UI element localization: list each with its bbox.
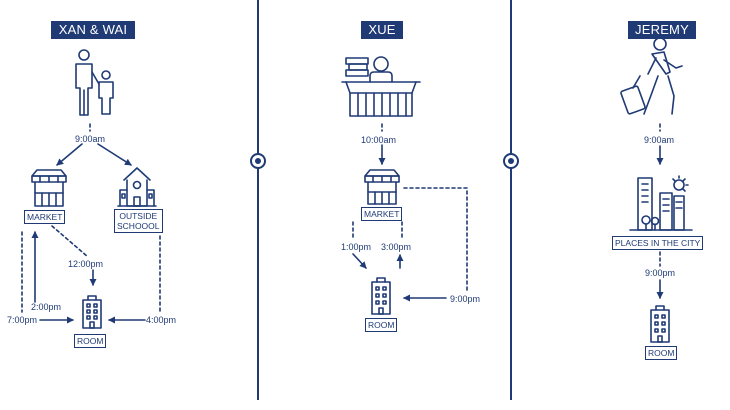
place-outside-school-line1: OUTSIDE	[119, 211, 158, 221]
divider-dot-left	[250, 153, 266, 169]
place-city: PLACES IN THE CITY	[612, 236, 704, 250]
dash-market-room	[51, 225, 89, 258]
place-market: MARKET	[361, 207, 403, 221]
city-buildings-icon	[629, 175, 693, 231]
place-room: ROOM	[365, 318, 398, 332]
time-label-1pm: 1:00pm	[341, 242, 372, 252]
room-building-icon	[650, 305, 670, 343]
arrow-to-school	[97, 143, 132, 166]
place-market: MARKET	[24, 210, 66, 224]
place-outside-school: OUTSIDE SCHOOOL	[114, 209, 163, 233]
header-xan-wai: XAN & WAI	[51, 21, 135, 39]
place-room: ROOM	[645, 346, 678, 360]
time-label-4pm: 4:00pm	[146, 315, 177, 325]
time-label-j9am: 9:00am	[644, 135, 675, 145]
arrow-1pm	[352, 253, 367, 269]
time-label-12pm: 12:00pm	[68, 259, 104, 269]
place-room: ROOM	[74, 334, 107, 348]
dash-9pm-loop	[403, 187, 468, 291]
divider-dot-right	[503, 153, 519, 169]
parent-and-child-icon	[75, 49, 114, 116]
time-label-7pm: 7:00pm	[7, 315, 38, 325]
place-outside-school-line2: SCHOOOL	[117, 221, 160, 231]
school-icon	[117, 167, 157, 207]
market-stall-icon	[31, 169, 67, 207]
room-building-icon	[371, 277, 391, 315]
traveler-with-suitcase-icon	[620, 37, 683, 115]
time-label-9am: 9:00am	[75, 134, 106, 144]
header-xue: XUE	[361, 21, 403, 39]
vendor-at-stall-icon	[341, 56, 421, 117]
time-label-j9pm: 9:00pm	[645, 268, 676, 278]
room-building-icon	[82, 295, 102, 329]
header-jeremy: JEREMY	[628, 21, 696, 39]
time-label-2pm: 2:00pm	[31, 302, 62, 312]
time-label-9pm: 9:00pm	[450, 294, 481, 304]
time-label-3pm: 3:00pm	[381, 242, 412, 252]
arrow-to-market	[56, 143, 83, 166]
time-label-10am: 10:00am	[361, 135, 397, 145]
market-stall-icon	[364, 169, 400, 205]
